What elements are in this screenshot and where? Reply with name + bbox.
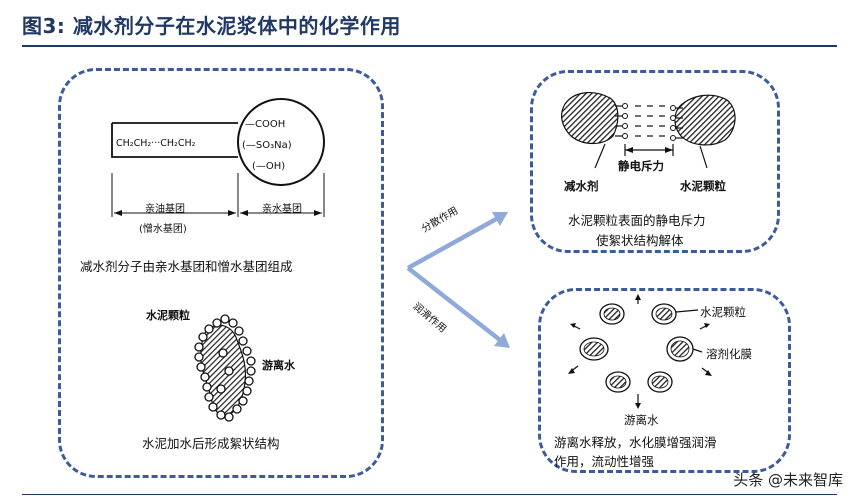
molecule-caption: 减水剂分子由亲水基团和憎水基团组成 xyxy=(80,259,293,274)
lubrication-caption-2: 作用，流动性增强 xyxy=(554,454,655,469)
particle-label-top: 水泥颗粒 xyxy=(680,179,726,193)
solvation-film-label: 溶剂化膜 xyxy=(706,347,752,361)
hydrophobic-group-label: (憎水基团) xyxy=(139,224,187,235)
branch-arrows xyxy=(406,212,510,348)
reducer-label: 减水剂 xyxy=(564,179,599,193)
particle-label-bottom: 水泥颗粒 xyxy=(700,305,746,319)
bottom-rule xyxy=(22,494,837,495)
group-cooh: —COOH xyxy=(245,119,286,130)
hydrophilic-group-label: 亲水基团 xyxy=(262,204,302,215)
electrostatic-label: 静电斥力 xyxy=(618,159,664,173)
floc-particle-label: 水泥颗粒 xyxy=(146,309,190,322)
left-panel xyxy=(58,68,384,478)
group-so3na: (—SO₃Na) xyxy=(242,140,292,151)
electrostatic-caption-1: 水泥颗粒表面的静电斥力 xyxy=(568,213,706,228)
electrostatic-panel xyxy=(530,70,780,253)
solvation-film-diagram xyxy=(568,294,712,409)
floc-free-water-label: 游离水 xyxy=(262,359,295,372)
title-underline xyxy=(22,45,837,47)
electrostatic-caption-2: 使絮状结构解体 xyxy=(596,233,684,248)
group-oh: (—OH) xyxy=(252,161,286,172)
lipophilic-group-label: 亲油基团 xyxy=(145,204,185,215)
electrostatic-repulsion-diagram xyxy=(561,92,736,169)
surfactant-molecule-diagram xyxy=(111,98,325,217)
lubrication-caption-1: 游离水释放，水化膜增强润滑 xyxy=(554,435,717,450)
lubrication-panel xyxy=(538,288,791,473)
figure-title: 图3: 减水剂分子在水泥浆体中的化学作用 xyxy=(22,14,401,38)
floc-structure-diagram xyxy=(194,314,256,422)
free-water-label-bottom: 游离水 xyxy=(624,413,659,427)
hydrocarbon-chain-label: CH₂CH₂···CH₂CH₂ xyxy=(116,138,196,149)
floc-caption: 水泥加水后形成絮状结构 xyxy=(142,436,280,451)
watermark: 头条 @未来智库 xyxy=(733,471,843,489)
